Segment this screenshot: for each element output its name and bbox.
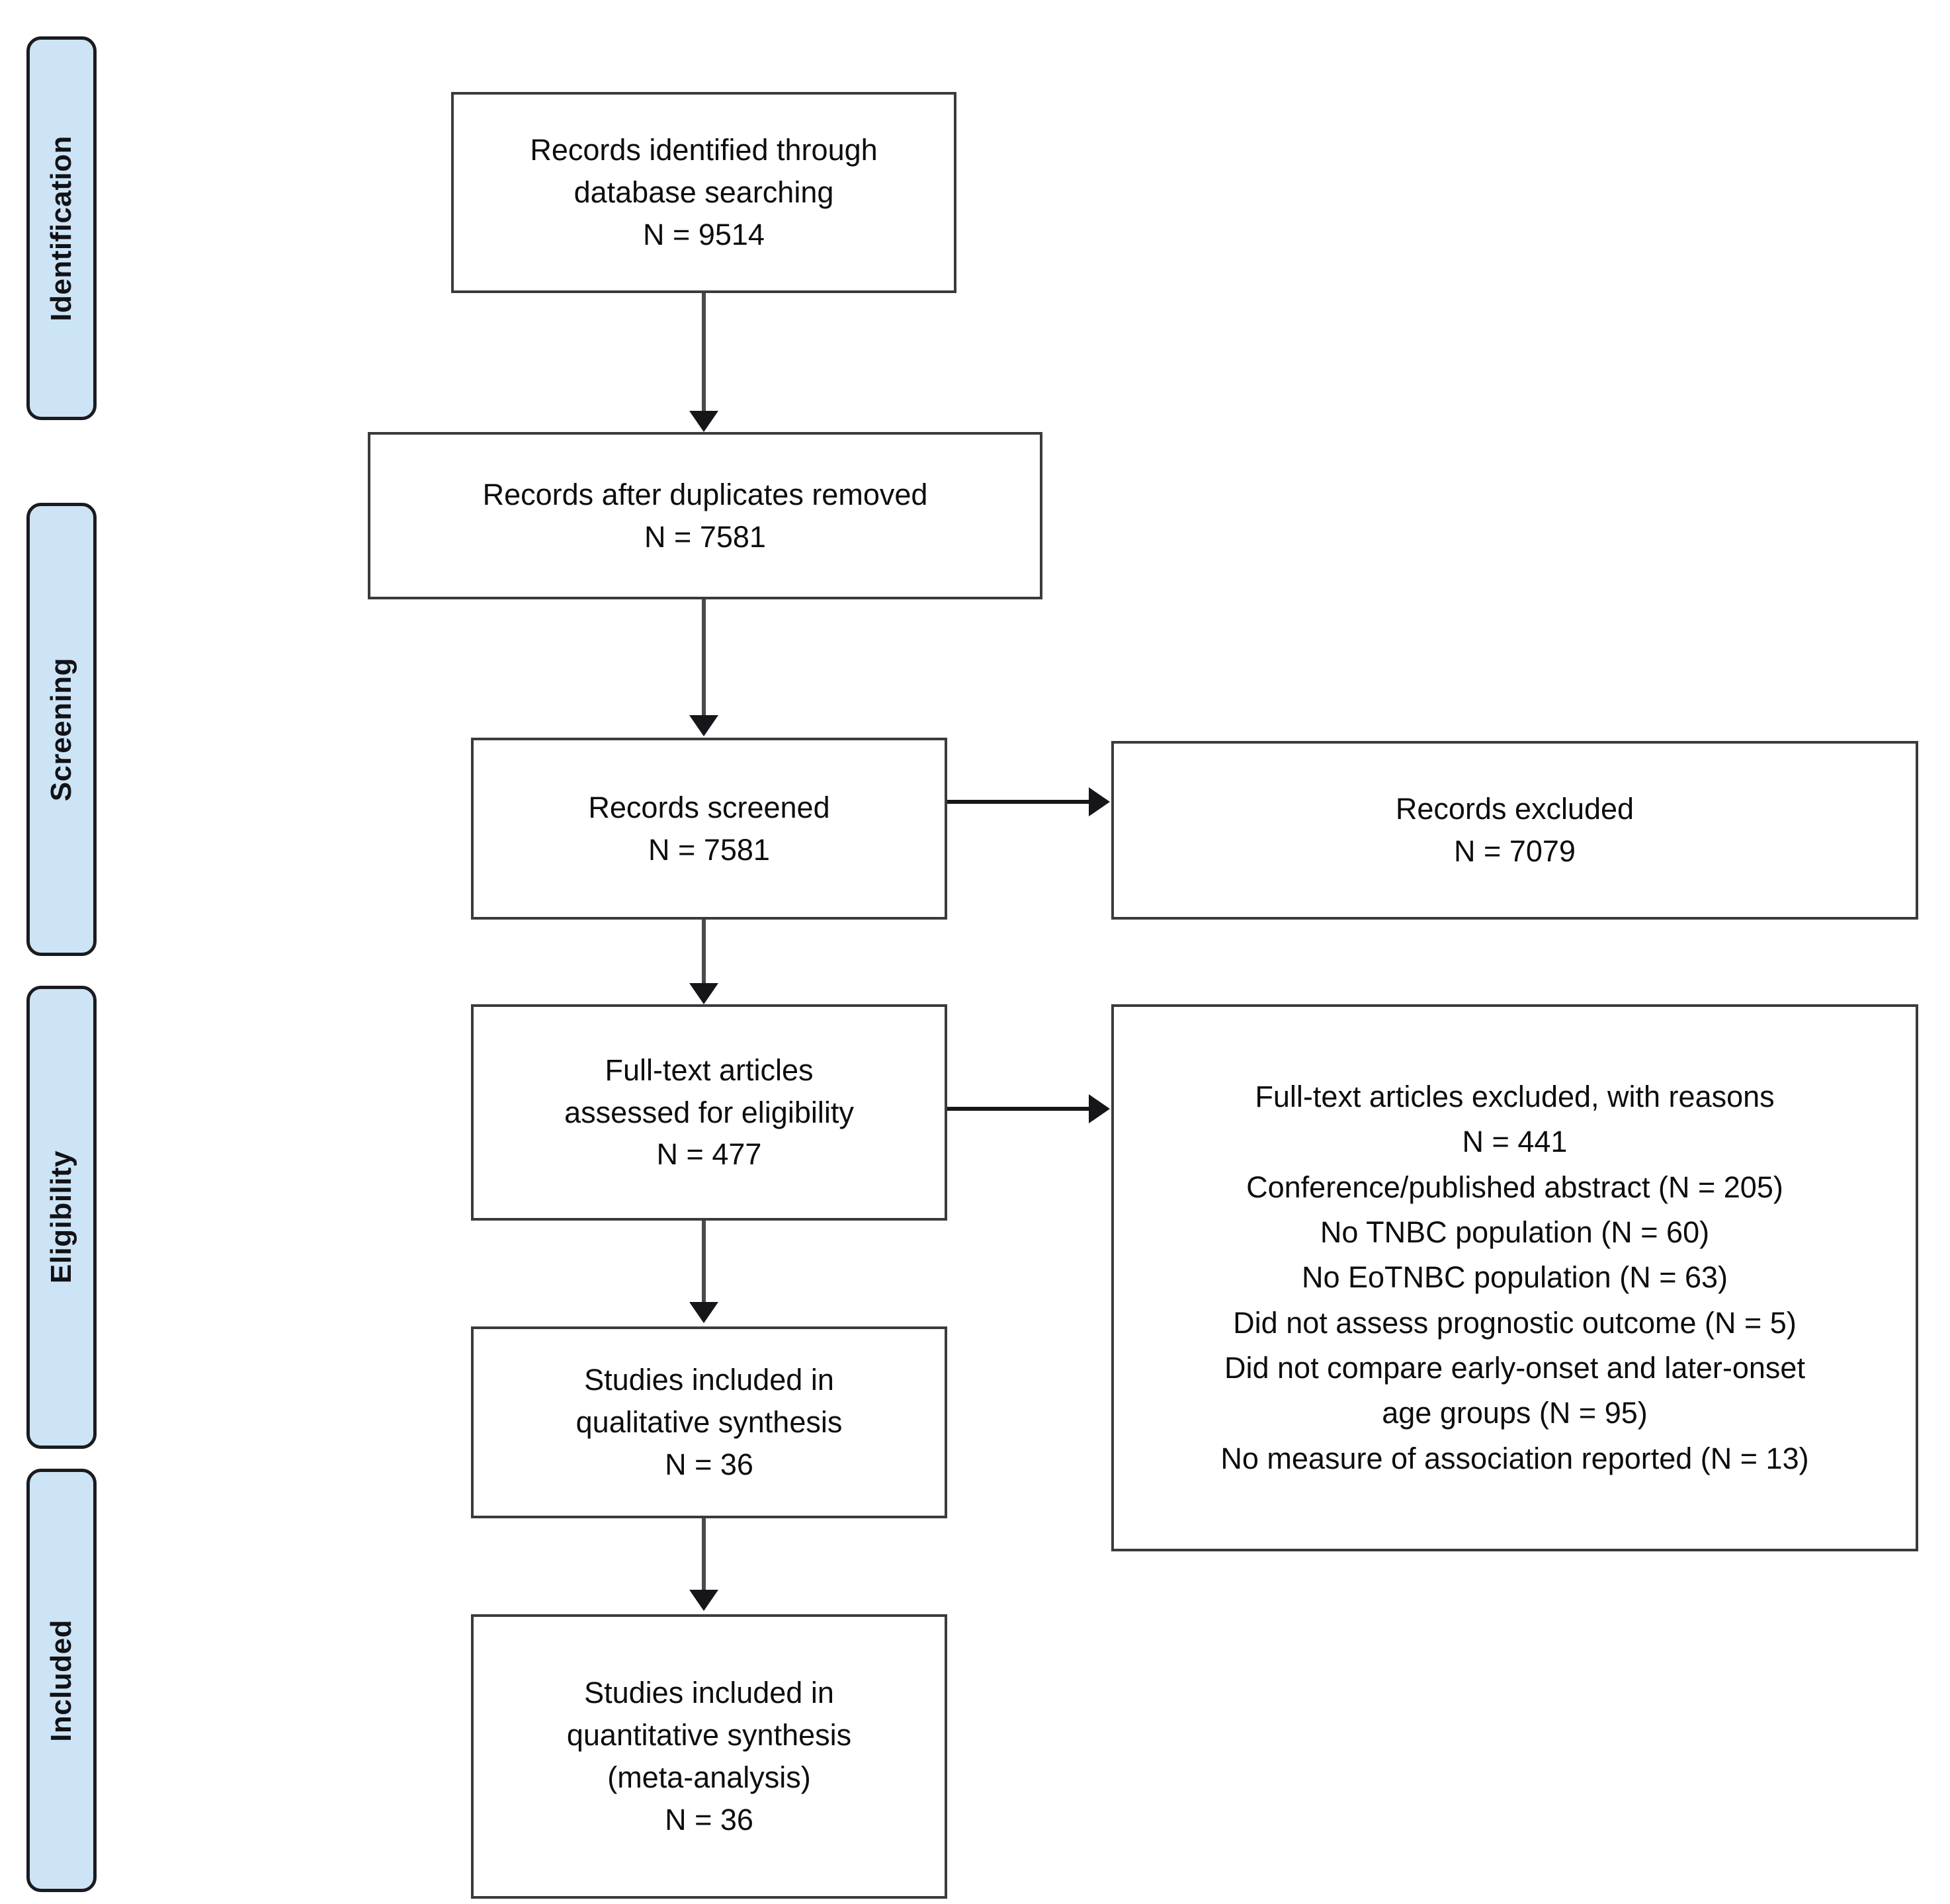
stage-label-identification: Identification — [26, 36, 97, 420]
box-records-screened: Records screened N = 7581 — [471, 738, 947, 920]
stage-label-screening-text: Screening — [45, 657, 77, 802]
arrowhead-down-icon — [689, 1590, 718, 1611]
box-fulltext-excluded-with-reasons: Full-text articles excluded, with reason… — [1111, 1004, 1918, 1551]
box-fulltext-assessed: Full-text articles assessed for eligibil… — [471, 1004, 947, 1221]
stage-label-screening: Screening — [26, 503, 97, 956]
stage-label-eligibility-text: Eligibility — [45, 1150, 77, 1284]
stage-label-included: Included — [26, 1469, 97, 1892]
connector-identified-to-duplicates — [702, 293, 706, 415]
arrowhead-down-icon — [689, 983, 718, 1004]
box-records-identified-text: Records identified through database sear… — [530, 133, 878, 251]
connector-duplicates-to-screened — [702, 599, 706, 718]
box-fulltext-assessed-text: Full-text articles assessed for eligibil… — [564, 1053, 854, 1172]
box-records-screened-text: Records screened N = 7581 — [588, 790, 830, 867]
arrowhead-down-icon — [689, 1302, 718, 1323]
arrowhead-right-icon — [1089, 787, 1110, 816]
connector-qualitative-to-quantitative — [702, 1518, 706, 1591]
stage-label-identification-text: Identification — [45, 135, 77, 322]
box-records-after-duplicates-removed: Records after duplicates removed N = 758… — [368, 432, 1042, 599]
box-fulltext-excluded-with-reasons-text: Full-text articles excluded, with reason… — [1220, 1079, 1809, 1475]
box-studies-qualitative-synthesis-text: Studies included in qualitative synthesi… — [575, 1363, 843, 1481]
connector-screened-to-fulltext — [702, 920, 706, 986]
arrowhead-right-icon — [1089, 1094, 1110, 1123]
box-records-identified: Records identified through database sear… — [451, 92, 956, 293]
box-studies-qualitative-synthesis: Studies included in qualitative synthesi… — [471, 1326, 947, 1518]
connector-fulltext-to-qualitative — [702, 1221, 706, 1304]
box-studies-quantitative-synthesis-text: Studies included in quantitative synthes… — [566, 1676, 852, 1837]
arrowhead-down-icon — [689, 715, 718, 736]
stage-label-eligibility: Eligibility — [26, 986, 97, 1449]
connector-screened-to-excluded — [947, 800, 1090, 804]
box-records-excluded: Records excluded N = 7079 — [1111, 741, 1918, 920]
arrowhead-down-icon — [689, 411, 718, 432]
box-records-after-duplicates-removed-text: Records after duplicates removed N = 758… — [482, 477, 928, 554]
box-studies-quantitative-synthesis: Studies included in quantitative synthes… — [471, 1614, 947, 1899]
stage-label-included-text: Included — [45, 1619, 77, 1742]
box-records-excluded-text: Records excluded N = 7079 — [1395, 792, 1634, 868]
connector-fulltext-to-reasons — [947, 1107, 1090, 1111]
